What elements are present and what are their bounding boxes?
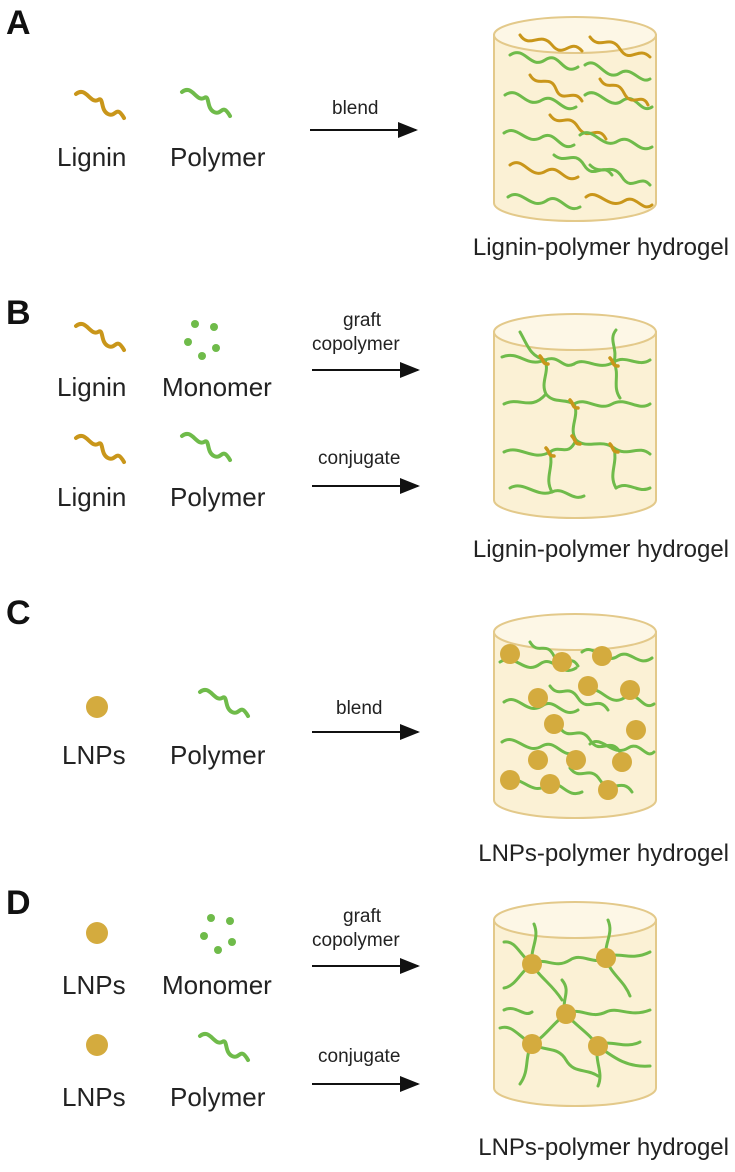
arrow-label-bottom: copolymer	[312, 334, 400, 355]
hydrogel-result-label: LNPs-polymer hydrogel	[478, 840, 729, 867]
panel-c: C LNPs Polymer blend	[0, 590, 735, 880]
monomer-label: Monomer	[162, 372, 272, 402]
hydrogel-result-label: LNPs-polymer hydrogel	[478, 1134, 729, 1161]
polymer-label: Polymer	[170, 740, 266, 770]
hydrogel-result-label: Lignin-polymer hydrogel	[472, 234, 729, 261]
arrow-label: conjugate	[318, 1046, 401, 1067]
monomer-dots-icon	[184, 320, 220, 360]
reaction-arrow	[312, 478, 420, 494]
lignin-label: Lignin	[57, 372, 127, 402]
panel-letter: A	[6, 4, 31, 42]
arrow-label-bottom: copolymer	[312, 930, 400, 951]
lignin-label: Lignin	[57, 482, 127, 512]
panel-a: A Lignin Polymer blend	[0, 0, 735, 290]
lnp-particle-icon	[86, 696, 108, 718]
arrow-label-top: graft	[343, 310, 382, 331]
arrow-label: blend	[332, 98, 379, 119]
hydrogel-cylinder	[493, 613, 657, 819]
polymer-chain-icon	[198, 1032, 250, 1062]
lnp-particle-icon	[86, 1034, 108, 1056]
hydrogel-cylinder	[493, 16, 657, 222]
polymer-label: Polymer	[170, 1082, 266, 1112]
polymer-chain-icon	[198, 688, 250, 718]
hydrogel-cylinder	[493, 901, 657, 1107]
lignin-chain-icon	[74, 90, 126, 120]
panel-d: D LNPs Monomer graft copolymer LNPs Poly…	[0, 880, 735, 1172]
polymer-label: Polymer	[170, 142, 266, 172]
reaction-arrow	[310, 122, 418, 138]
lnps-label: LNPs	[62, 970, 126, 1000]
arrow-label: conjugate	[318, 448, 401, 469]
lnps-label: LNPs	[62, 740, 126, 770]
lnp-particle-icon	[86, 922, 108, 944]
panel-letter: C	[6, 594, 31, 632]
polymer-label: Polymer	[170, 482, 266, 512]
hydrogel-result-label: Lignin-polymer hydrogel	[472, 536, 729, 563]
hydrogel-cylinder	[493, 313, 657, 519]
arrow-label: blend	[336, 698, 383, 719]
polymer-chain-icon	[180, 88, 232, 118]
reaction-arrow	[312, 1076, 420, 1092]
monomer-label: Monomer	[162, 970, 272, 1000]
lnps-label: LNPs	[62, 1082, 126, 1112]
lignin-label: Lignin	[57, 142, 127, 172]
reaction-arrow	[312, 362, 420, 378]
lignin-chain-icon	[74, 434, 126, 464]
panel-letter: D	[6, 884, 31, 922]
monomer-dots-icon	[200, 914, 236, 954]
reaction-arrow	[312, 958, 420, 974]
lignin-chain-icon	[74, 322, 126, 352]
arrow-label-top: graft	[343, 906, 382, 927]
polymer-chain-icon	[180, 432, 232, 462]
panel-b: B Lignin Monomer graft copolymer Lignin …	[0, 290, 735, 590]
panel-letter: B	[6, 294, 31, 332]
reaction-arrow	[312, 724, 420, 740]
